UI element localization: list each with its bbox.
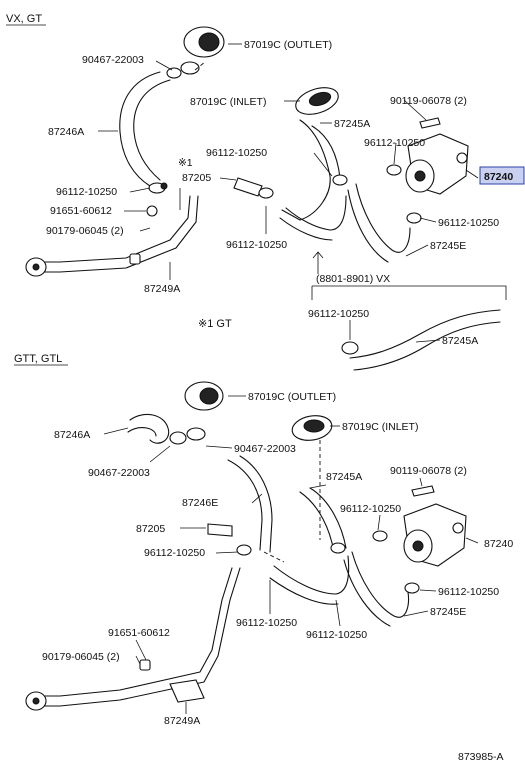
note-gt: ※1 GT: [198, 318, 232, 330]
label-90179-top[interactable]: 90179-06045 (2): [46, 225, 124, 237]
bolt-91651-top[interactable]: [146, 188, 181, 217]
tube-87205-top[interactable]: [233, 177, 274, 199]
clamp-90467-bottom[interactable]: [169, 427, 206, 445]
bracket-87249a-bottom[interactable]: [169, 679, 205, 703]
leader-lines: [98, 43, 479, 714]
clamp-96112-right-top[interactable]: [406, 212, 422, 224]
label-96112-lower-bottom[interactable]: 96112-10250: [306, 629, 367, 641]
label-87245e-bottom[interactable]: 87245E: [430, 606, 466, 618]
label-87205-top[interactable]: 87205: [182, 172, 211, 184]
label-96112-right-bottom[interactable]: 96112-10250: [438, 586, 499, 598]
leader-dash-bottom-2: [263, 551, 285, 563]
hose-connector-bottom[interactable]: [269, 555, 350, 605]
inlet-grommet-top[interactable]: [292, 83, 341, 119]
label-87240-top[interactable]: 87240: [484, 171, 513, 183]
label-90179-bottom[interactable]: 90179-06045 (2): [42, 651, 120, 663]
label-96112-left-bottom[interactable]: 96112-10250: [144, 547, 205, 559]
label-90467-bottom-right[interactable]: 90467-22003: [234, 443, 296, 455]
clamp-96112-mid-bottom[interactable]: [330, 542, 346, 554]
section-title-bottom: GTT, GTL: [14, 353, 62, 365]
label-96112-right-top[interactable]: 96112-10250: [438, 217, 499, 229]
flange-bottom-left-top[interactable]: [25, 257, 47, 277]
label-96112-upper-top[interactable]: 96112-10250: [364, 137, 425, 149]
label-87245a-variant[interactable]: 87245A: [442, 335, 478, 347]
section-title-top: VX, GT: [6, 13, 42, 25]
bolt-90119-bottom[interactable]: [411, 485, 435, 497]
clamp-96112-upper-bottom[interactable]: [372, 530, 388, 542]
label-87240-bottom[interactable]: 87240: [484, 538, 513, 550]
label-87245e-top[interactable]: 87245E: [430, 240, 466, 252]
highlight-87240: [479, 166, 525, 185]
tube-87205-bottom[interactable]: [207, 523, 233, 537]
hose-87245e-bottom[interactable]: [343, 551, 410, 627]
hose-87245e-top[interactable]: [347, 183, 411, 263]
label-96112-bottom-top[interactable]: 96112-10250: [226, 239, 287, 251]
label-87245a-top[interactable]: 87245A: [334, 118, 370, 130]
clamp-96112-left-bottom[interactable]: [236, 544, 252, 556]
label-outlet-bottom[interactable]: 87019C (OUTLET): [248, 391, 336, 403]
outlet-grommet-bottom[interactable]: [184, 381, 224, 411]
label-87205-bottom[interactable]: 87205: [136, 523, 165, 535]
label-87245a-bottom[interactable]: 87245A: [326, 471, 362, 483]
air-valve-87240-bottom[interactable]: [403, 503, 467, 567]
label-90119-top[interactable]: 90119-06078 (2): [390, 95, 467, 107]
hose-87245a-bottom[interactable]: [299, 487, 347, 553]
hose-87245a-variant[interactable]: [349, 309, 501, 371]
label-inlet-bottom[interactable]: 87019C (INLET): [342, 421, 418, 433]
outlet-grommet-top[interactable]: [183, 26, 225, 58]
clamp-96112-mid-top[interactable]: [332, 174, 348, 186]
label-90119-bottom[interactable]: 90119-06078 (2): [390, 465, 467, 477]
label-87249a-top[interactable]: 87249A: [144, 283, 180, 295]
label-91651-bottom[interactable]: 91651-60612: [108, 627, 170, 639]
clamp-96112-left-top[interactable]: [148, 182, 168, 194]
variant-bracket: [311, 285, 507, 300]
label-96112-mid-bottom[interactable]: 96112-10250: [236, 617, 297, 629]
clamp-96112-right-bottom[interactable]: [404, 582, 420, 594]
label-96112-left-top[interactable]: 96112-10250: [56, 186, 117, 198]
label-inlet-top[interactable]: 87019C (INLET): [190, 96, 266, 108]
label-96112-mid-top[interactable]: 96112-10250: [206, 147, 267, 159]
label-96112-variant[interactable]: 96112-10250: [308, 308, 369, 320]
label-outlet-top[interactable]: 87019C (OUTLET): [244, 39, 332, 51]
clamp-96112-variant[interactable]: [341, 341, 359, 355]
hose-87246a-top[interactable]: [119, 71, 171, 187]
label-87246e-bottom[interactable]: 87246E: [182, 497, 218, 509]
label-96112-upper-bottom[interactable]: 96112-10250: [340, 503, 401, 515]
leader-dash-top-1: [194, 61, 206, 71]
variant-vx-label: (8801-8901) VX: [316, 273, 390, 285]
nut-90179-top[interactable]: [129, 253, 141, 265]
flange-bottom-left-bottom[interactable]: [25, 691, 47, 711]
note-star: ※1: [178, 157, 193, 169]
label-91651-top[interactable]: 91651-60612: [50, 205, 112, 217]
clamp-90467-top[interactable]: [166, 61, 200, 79]
label-90467-top[interactable]: 90467-22003: [82, 54, 144, 66]
pipe-87249a-top[interactable]: [27, 195, 199, 273]
pipe-87249a-bottom[interactable]: [27, 567, 241, 707]
diagram-code: 873985-A: [458, 751, 504, 763]
hose-87246e-bottom[interactable]: [227, 455, 273, 553]
clamp-96112-upper-top[interactable]: [386, 164, 402, 176]
air-valve-87240-top[interactable]: [405, 133, 469, 195]
label-87249a-bottom[interactable]: 87249A: [164, 715, 200, 727]
variant-arrow: [312, 251, 324, 274]
hose-87245a-top[interactable]: [281, 119, 341, 221]
bolt-90119-top[interactable]: [419, 117, 441, 129]
hose-connector-top[interactable]: [279, 195, 347, 241]
label-87246a-top[interactable]: 87246A: [48, 126, 84, 138]
inlet-grommet-bottom[interactable]: [290, 413, 334, 444]
nut-90179-bottom[interactable]: [139, 659, 151, 671]
label-90467-bottom-left[interactable]: 90467-22003: [88, 467, 150, 479]
label-87246a-bottom[interactable]: 87246A: [54, 429, 90, 441]
hose-87246a-bottom[interactable]: [127, 413, 170, 444]
